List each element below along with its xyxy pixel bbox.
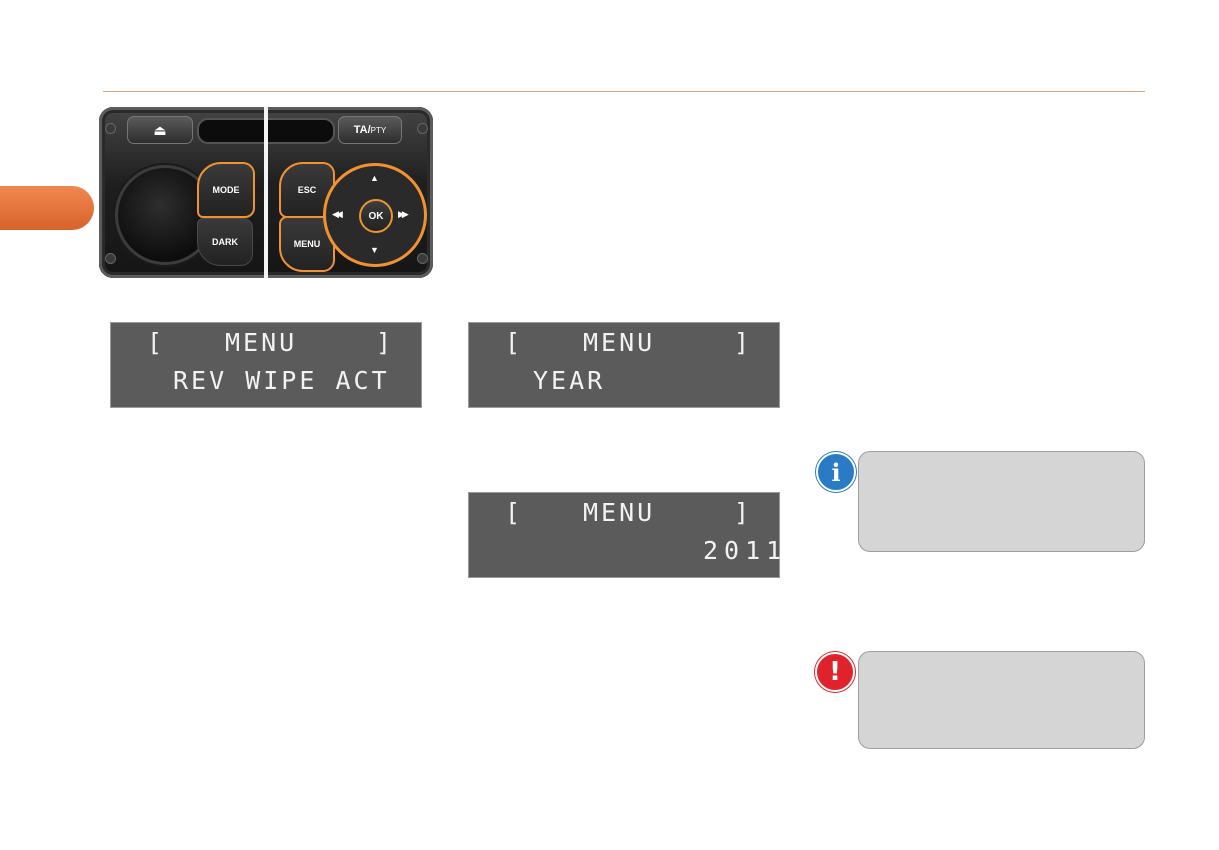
mode-button[interactable]: MODE: [197, 162, 255, 218]
header-rule: [103, 91, 1145, 92]
screw-icon: [417, 123, 428, 134]
screw-icon: [105, 123, 116, 134]
bracket-left: [: [505, 498, 521, 527]
eject-icon: ⏏: [153, 122, 167, 138]
arrow-down-icon[interactable]: ▼: [370, 245, 379, 255]
display-value: YEAR: [533, 366, 606, 395]
display-title: MENU: [583, 498, 656, 527]
display-title: MENU: [225, 328, 298, 357]
arrow-left-icon[interactable]: ◀◀: [332, 209, 343, 219]
ok-button[interactable]: OK: [359, 199, 393, 233]
bracket-right: ]: [733, 328, 749, 357]
lcd-display-rev-wipe: [ MENU ] REV WIPE ACT: [110, 322, 422, 408]
warning-note-box: [858, 651, 1145, 749]
display-value: REV WIPE ACT: [173, 366, 390, 395]
screw-icon: [105, 253, 116, 264]
bracket-left: [: [147, 328, 163, 357]
direction-pad[interactable]: ▲ ▼ ◀◀ ▶▶ OK: [323, 163, 427, 267]
lcd-display-year-value: [ MENU ] 2011: [468, 492, 781, 578]
lcd-display-year: [ MENU ] YEAR: [468, 322, 780, 408]
section-tab: [0, 186, 94, 230]
warning-icon: !: [815, 652, 855, 692]
panel-divider: [264, 107, 268, 278]
ta-label: TA/: [353, 124, 371, 136]
pty-label: PTY: [370, 125, 387, 135]
info-note-box: [858, 451, 1145, 552]
dark-button[interactable]: DARK: [197, 218, 253, 266]
arrow-up-icon[interactable]: ▲: [370, 173, 379, 183]
info-icon: i: [816, 452, 856, 492]
bracket-right: ]: [375, 328, 391, 357]
display-title: MENU: [583, 328, 656, 357]
screw-icon: [417, 253, 428, 264]
radio-control-panel: ⏏ TA/ PTY MODE DARK ESC MENU ▲ ▼ ◀◀ ▶▶ O…: [99, 107, 433, 278]
ta-pty-button[interactable]: TA/ PTY: [338, 116, 402, 144]
eject-button[interactable]: ⏏: [127, 116, 193, 144]
bracket-left: [: [505, 328, 521, 357]
arrow-right-icon[interactable]: ▶▶: [398, 209, 409, 219]
bracket-right: ]: [733, 498, 749, 527]
display-value: 2011: [703, 536, 788, 565]
